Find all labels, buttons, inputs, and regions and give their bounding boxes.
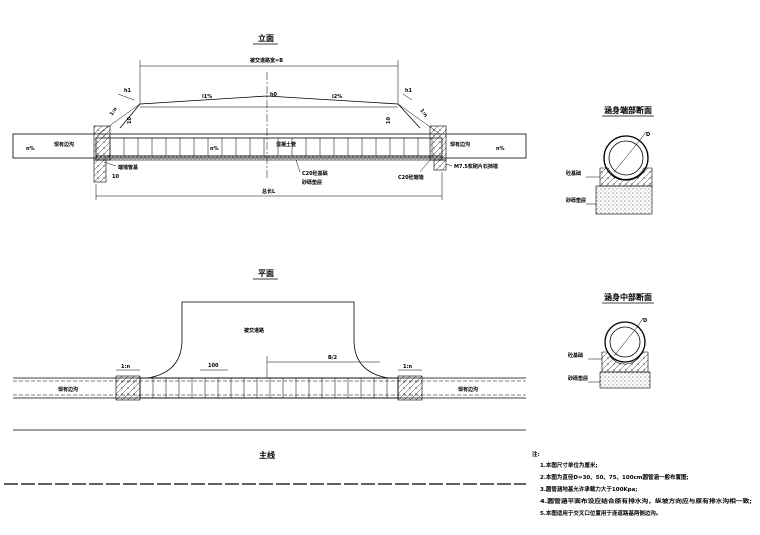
section-end-sand-label: 砂砾垫层 bbox=[566, 197, 586, 204]
section-end-dim-label: D bbox=[646, 132, 650, 138]
ratio-left-label: 1:n bbox=[109, 106, 119, 117]
road-width-label: 被交道路宽=B bbox=[250, 57, 283, 64]
plan-title: 平面 bbox=[258, 269, 274, 278]
base-leader bbox=[295, 159, 301, 173]
section-mid-pipe-outer bbox=[604, 321, 646, 363]
section-mid-dim-line bbox=[613, 325, 639, 357]
endwall-left bbox=[93, 125, 111, 161]
section-end-base-label: 砼基础 bbox=[566, 170, 581, 177]
masonry-label: M7.5浆砌片石挡墙 bbox=[454, 163, 498, 170]
section-end-sand bbox=[595, 185, 653, 215]
grade-right-label: n% bbox=[496, 146, 505, 152]
side-road-label: 被交道路 bbox=[244, 327, 265, 334]
grade-left-label: n% bbox=[26, 146, 35, 152]
cap-label: C20砼端墙 bbox=[398, 174, 424, 181]
masonry-leader bbox=[445, 163, 453, 167]
h1-right-label: h1 bbox=[405, 88, 413, 94]
cap-leader bbox=[419, 159, 431, 173]
note-3: 3.圆管涵地基允许承载力大于100Kpa; bbox=[540, 485, 638, 493]
plan-pipe-segments bbox=[152, 378, 388, 398]
cutoff-wall-left bbox=[93, 159, 107, 183]
plan-ratio-right-label: 1:n bbox=[403, 364, 412, 370]
small-dim-label: 10 bbox=[112, 174, 119, 180]
section-end-base bbox=[599, 167, 653, 187]
section-end-dim-tail bbox=[639, 131, 647, 141]
cutoff-wall-right bbox=[433, 159, 447, 171]
dim-right-label: 10 bbox=[386, 117, 392, 124]
section-mid-sand bbox=[599, 371, 651, 389]
main-line-label: 主线 bbox=[259, 450, 275, 460]
section-mid-base-label: 砼基础 bbox=[568, 352, 583, 359]
notes-heading: 注: bbox=[532, 450, 540, 458]
ditch-right-label: 现有边沟 bbox=[450, 141, 470, 148]
section-end-pipe-outer bbox=[603, 135, 649, 181]
dim-100-label: 100 bbox=[208, 363, 219, 369]
notes: 注: 1.本图尺寸单位为厘米; 2.本图为直径D=30、50、75、100cm圆… bbox=[532, 450, 752, 517]
pipe-foundation bbox=[95, 155, 443, 161]
section-end-pipe-inner bbox=[608, 140, 644, 176]
note-1: 1.本图尺寸单位为厘米; bbox=[540, 461, 598, 469]
grade-mid-label: n% bbox=[210, 146, 219, 152]
slope-right-label: i2% bbox=[332, 94, 342, 100]
h1-left-leader bbox=[117, 93, 135, 101]
endwall-right bbox=[429, 125, 447, 161]
dim-left-label: 10 bbox=[127, 117, 133, 124]
ratio-right-label: 1:n bbox=[418, 108, 428, 119]
h1-left-label: h1 bbox=[124, 88, 132, 94]
section-mid-pipe-inner bbox=[609, 326, 641, 358]
note-4: 4.圆管涵平面布设应结合原有排水沟，纵坡方向应与原有排水沟相一致; bbox=[540, 497, 752, 505]
side-road-outline bbox=[147, 301, 389, 379]
base-label: C20砼基础 bbox=[302, 170, 328, 177]
plan-headwall-left bbox=[115, 375, 141, 401]
note-5: 5.本图适用于交叉口位置用于连道路基两侧边沟。 bbox=[540, 509, 661, 517]
plan-ditch-right-label: 现有边沟 bbox=[458, 386, 478, 393]
h1-right-leader bbox=[402, 93, 413, 101]
pipe-segments bbox=[109, 138, 433, 156]
pipe-label: 混凝土管 bbox=[276, 141, 296, 148]
section-end-dim-line bbox=[613, 139, 641, 173]
elevation-title: 立面 bbox=[258, 33, 274, 43]
plan-headwall-right bbox=[397, 375, 423, 401]
section-end-title: 涵身端部断面 bbox=[604, 105, 652, 115]
slope-left-label: i1% bbox=[202, 94, 212, 100]
section-mid-dim-tail bbox=[637, 317, 644, 327]
wall-label: 端墙管基 bbox=[118, 164, 139, 171]
road-surface bbox=[119, 95, 421, 129]
section-mid-sand-label: 砂砾垫层 bbox=[568, 375, 588, 382]
length-label: 总长L bbox=[262, 188, 276, 195]
section-mid-view: 涵身中部断面 D 砼基础 砂砾垫层 bbox=[568, 292, 654, 389]
plan-ratio-left-label: 1:n bbox=[121, 364, 130, 370]
center-height-label: h0 bbox=[270, 92, 278, 98]
plan-ditch-left-label: 现有边沟 bbox=[58, 386, 78, 393]
section-mid-title: 涵身中部断面 bbox=[604, 292, 652, 302]
wall-leader bbox=[103, 161, 117, 167]
ditch-left-label: 现有边沟 bbox=[54, 141, 74, 148]
section-mid-dim-label: D bbox=[643, 318, 647, 324]
elevation-view: 立面 被交道路宽=B h0 i1% i2% h1 h1 1:n 1:n 10 1… bbox=[12, 33, 527, 200]
sand-label: 砂砾垫层 bbox=[302, 179, 322, 186]
dim-b2-label: B/2 bbox=[328, 355, 338, 361]
section-end-view: 涵身端部断面 D 砼基础 砂砾垫层 bbox=[566, 105, 654, 215]
note-2: 2.本图为直径D=30、50、75、100cm圆管涵一般布置图; bbox=[540, 473, 689, 481]
plan-view: 平面 被交道路 100 B/2 现有边沟 现有边沟 1:n 1:n 主线 bbox=[4, 269, 526, 485]
